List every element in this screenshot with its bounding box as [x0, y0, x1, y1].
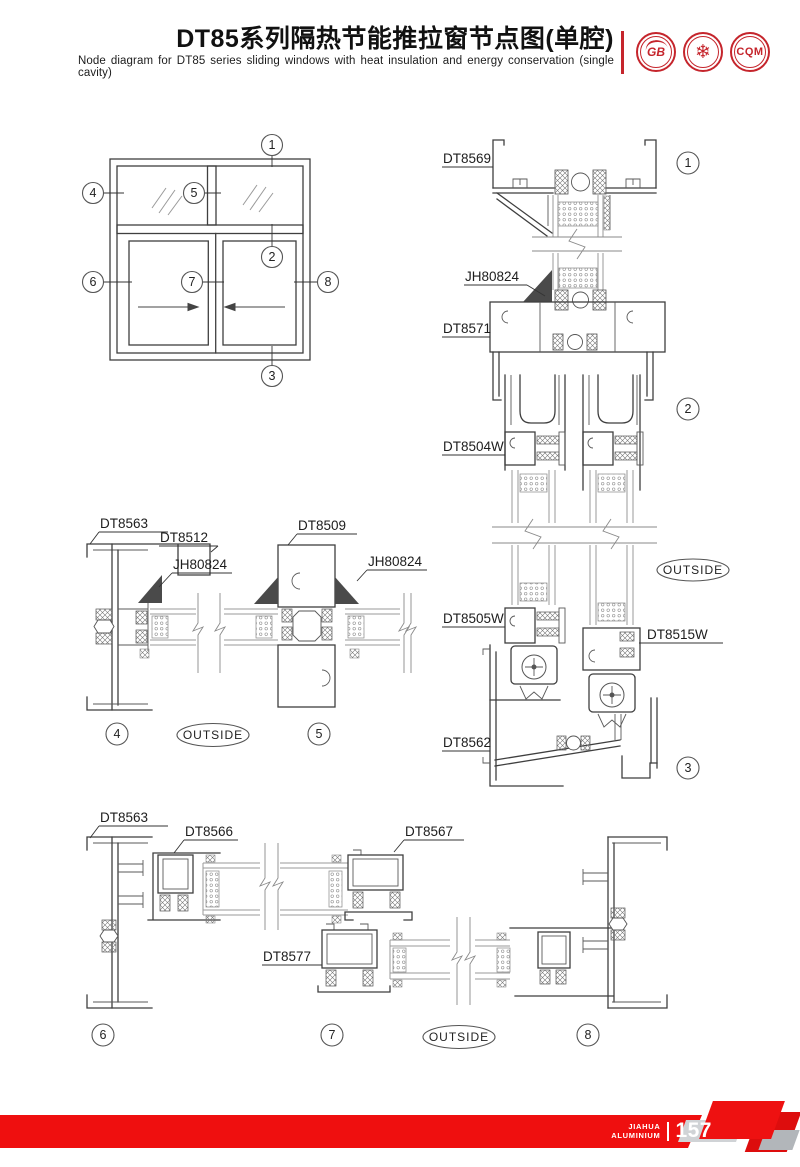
callout-2: 2 — [269, 250, 276, 264]
outside-label: OUTSIDE — [183, 728, 243, 742]
part-label-dt8563-bottom: DT8563 — [100, 810, 148, 825]
elevation-callouts: 1 4 5 2 6 7 8 3 — [81, 133, 340, 388]
part-label-dt8512: DT8512 — [160, 530, 208, 545]
callout-1-detail: 1 — [685, 156, 692, 170]
callout-leaders — [103, 155, 318, 366]
cqm-logo-text: CQM — [736, 46, 764, 58]
detail-3-labels: DT8562 3 — [442, 735, 700, 780]
quality-mark-logo: ❄ — [683, 32, 723, 72]
part-label-dt8504w: DT8504W — [443, 439, 504, 454]
callout-8: 8 — [325, 275, 332, 289]
header-divider — [621, 31, 624, 74]
part-label-dt8509: DT8509 — [298, 518, 346, 533]
part-label-dt8571: DT8571 — [443, 321, 491, 336]
part-label-jh80824-left: JH80824 — [173, 557, 228, 572]
callout-6: 6 — [90, 275, 97, 289]
cqm-certification-logo: CQM — [730, 32, 770, 72]
footer-divider — [667, 1121, 670, 1141]
glass-marks — [151, 184, 274, 216]
footer-brand-line2: ALUMINIUM — [611, 1131, 661, 1140]
detail-1-head-frame — [492, 139, 657, 237]
footer-brand-block: JIAHUA ALUMINIUM 157 — [540, 1117, 712, 1145]
detail-4-glazing — [150, 593, 278, 673]
part-label-dt8563: DT8563 — [100, 516, 148, 531]
callout-5-detail: 5 — [316, 727, 323, 741]
part-label-jh80824: JH80824 — [465, 269, 520, 284]
callout-4: 4 — [90, 186, 97, 200]
gb-certification-logo: GB — [636, 32, 676, 72]
gb-logo-text: GB — [647, 45, 665, 59]
header: DT85系列隔热节能推拉窗节点图(单腔) Node diagram for DT… — [78, 25, 614, 80]
callout-3: 3 — [269, 369, 276, 383]
horizontal-section-details-4-5: DT8563 DT8512 JH80824 DT8509 JH80824 4 O… — [86, 516, 427, 748]
footer-brand: JIAHUA ALUMINIUM — [611, 1122, 660, 1141]
callout-7-detail: 7 — [329, 1028, 336, 1042]
callout-4-detail: 4 — [114, 727, 121, 741]
callout-1: 1 — [269, 138, 276, 152]
part-label-dt8515w: DT8515W — [647, 627, 708, 642]
page-subtitle: Node diagram for DT85 series sliding win… — [78, 55, 614, 80]
detail-2-sash-right — [582, 374, 644, 728]
window-elevation-diagram: 1 4 5 2 6 7 8 3 — [81, 133, 340, 388]
part-label-jh80824-right: JH80824 — [368, 554, 423, 569]
part-label-dt8505w: DT8505W — [443, 611, 504, 626]
detail-2-sash-left — [504, 374, 566, 700]
part-label-dt8569: DT8569 — [443, 151, 491, 166]
detail-3-sill — [482, 644, 658, 787]
page-number: 157 — [675, 1119, 712, 1142]
outside-label: OUTSIDE — [663, 563, 723, 577]
page-title: DT85系列隔热节能推拉窗节点图(单腔) — [176, 25, 614, 53]
detail-7-meeting-stile-upper — [344, 849, 413, 921]
detail-1-labels: DT8569 JH80824 DT8571 1 — [442, 151, 700, 338]
detail-6-7-glazing — [202, 843, 348, 930]
detail-2-break-symbol — [492, 518, 657, 550]
part-label-dt8567: DT8567 — [405, 824, 453, 839]
part-label-dt8562: DT8562 — [443, 735, 491, 750]
detail-1-transom — [489, 270, 666, 401]
sliding-direction-arrows — [138, 302, 285, 312]
outside-label: OUTSIDE — [429, 1030, 489, 1044]
vertical-section-details-1-2-3: DT8569 JH80824 DT8571 1 DT8504W 2 OUTSID… — [442, 139, 730, 787]
snowflake-icon: ❄ — [695, 41, 711, 63]
detail-5-glazing — [345, 593, 418, 673]
part-label-dt8566: DT8566 — [185, 824, 233, 839]
footer-brand-line1: JIAHUA — [628, 1121, 661, 1131]
detail-8-sash-and-jamb — [509, 836, 668, 1009]
detail-6-jamb — [86, 836, 153, 1009]
detail-5-mullion — [254, 544, 359, 708]
callout-7: 7 — [189, 275, 196, 289]
detail-6-7-8-labels: DT8563 DT8566 DT8567 DT8577 6 7 OUTSIDE … — [89, 810, 600, 1050]
part-label-dt8577: DT8577 — [263, 949, 311, 964]
callout-6-detail: 6 — [100, 1028, 107, 1042]
horizontal-section-details-6-7-8: DT8563 DT8566 DT8567 DT8577 6 7 OUTSIDE … — [86, 810, 668, 1050]
detail-7-8-glazing — [389, 917, 511, 1005]
detail-2-labels: DT8504W 2 OUTSIDE DT8505W DT8515W — [442, 397, 730, 644]
detail-7-meeting-stile-lower — [317, 923, 391, 993]
callout-2-detail: 2 — [685, 402, 692, 416]
callout-8-detail: 8 — [585, 1028, 592, 1042]
detail-4-5-labels: DT8563 DT8512 JH80824 DT8509 JH80824 4 O… — [89, 516, 427, 748]
callout-3-detail: 3 — [685, 761, 692, 775]
detail-1-glazing — [532, 195, 622, 290]
callout-5: 5 — [191, 186, 198, 200]
footer-red-band — [0, 1115, 702, 1148]
detail-4-jamb — [86, 543, 211, 711]
